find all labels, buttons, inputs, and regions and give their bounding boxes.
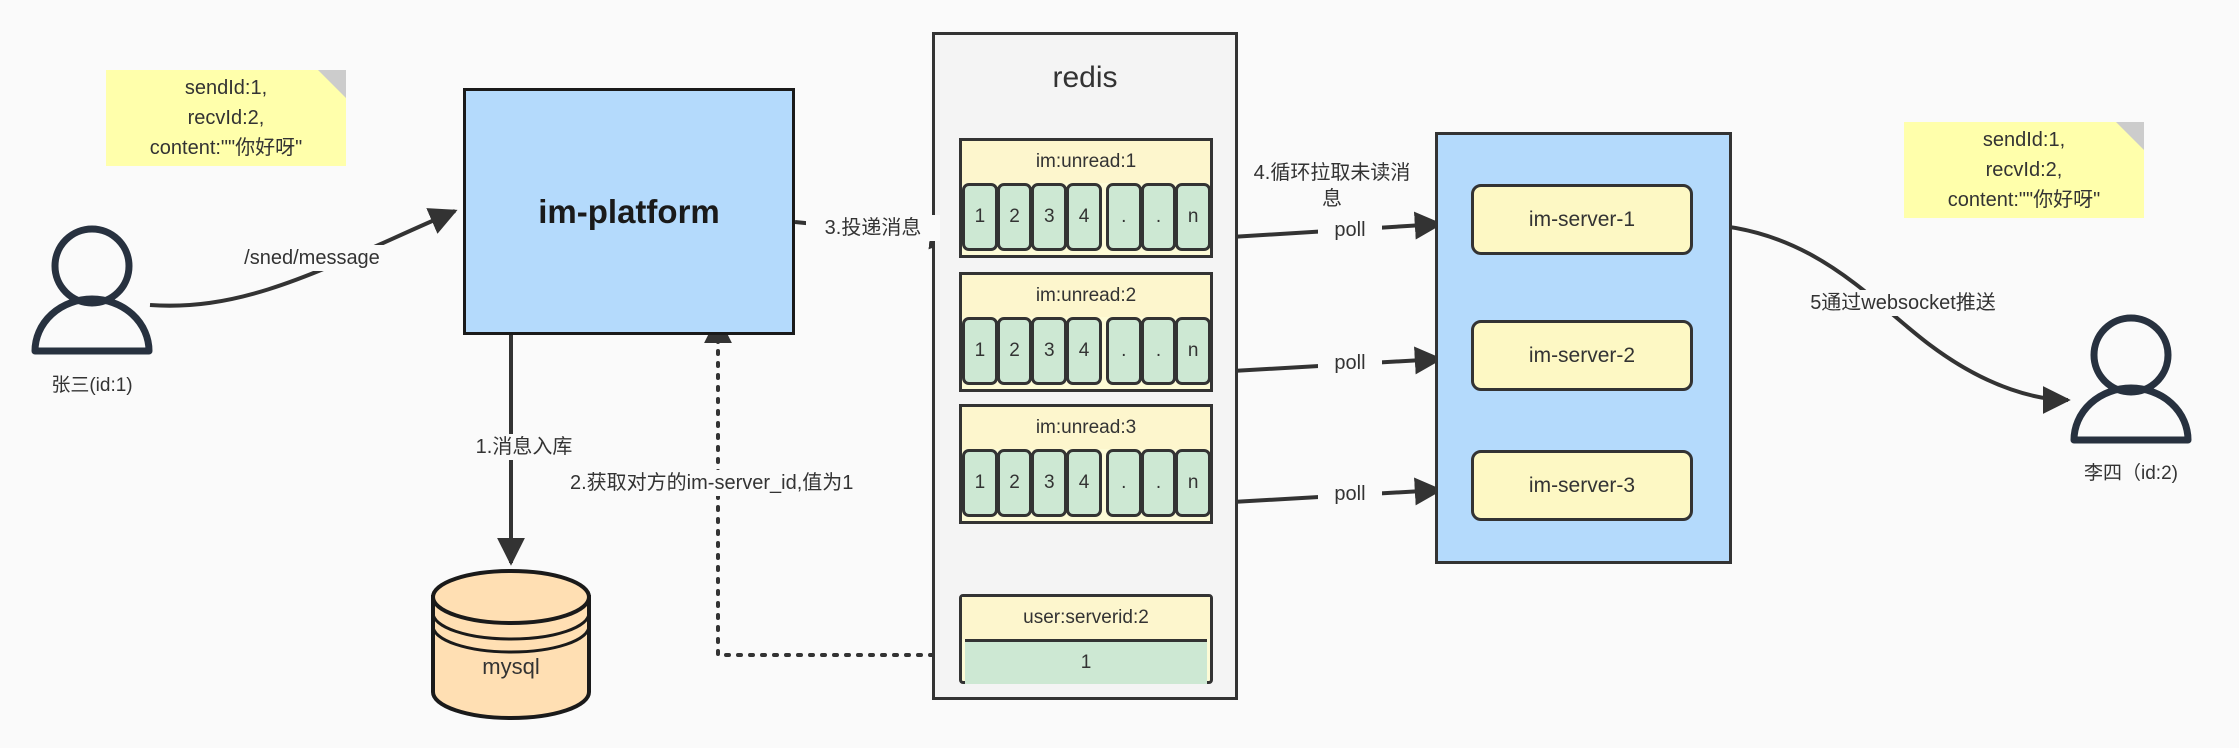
redis-title: redis <box>1052 61 1118 94</box>
queue-cell[interactable]: 3 <box>1031 183 1068 251</box>
edge-sender-to-platform <box>149 208 458 308</box>
queue-cell[interactable]: . <box>1140 183 1177 251</box>
im-server-3-box[interactable]: im-server-3 <box>1471 450 1693 521</box>
im-server-2-box[interactable]: im-server-2 <box>1471 320 1693 391</box>
redis-queue-group-2[interactable]: im:unread:2 1 2 3 4 . . n <box>959 272 1213 392</box>
edge-label-step1: 1.消息入库 <box>452 434 596 460</box>
im-server-1-box[interactable]: im-server-1 <box>1471 184 1693 255</box>
redis-queue-cells-1: 1 2 3 4 . . n <box>962 183 1212 251</box>
queue-cell[interactable]: . <box>1140 317 1177 385</box>
redis-queue-key-1: im:unread:1 <box>962 141 1210 183</box>
redis-queue-cells-3: 1 2 3 4 . . n <box>962 449 1212 517</box>
queue-cell[interactable]: 1 <box>962 449 998 517</box>
queue-cell[interactable]: n <box>1175 183 1212 251</box>
queue-cell[interactable]: 3 <box>1031 449 1068 517</box>
edge-label-step4: 4.循环拉取未读消 息 <box>1250 160 1414 212</box>
queue-cell[interactable]: 2 <box>996 317 1033 385</box>
queue-cell[interactable]: 2 <box>996 449 1033 517</box>
redis-kv-key: user:serverid:2 <box>962 597 1210 639</box>
queue-cell[interactable]: . <box>1105 449 1142 517</box>
edge-label-step2: 2.获取对方的im-server_id,值为1 <box>568 470 902 496</box>
redis-kv-value: 1 <box>965 639 1207 684</box>
receiver-caption: 李四（id:2) <box>2084 463 2178 484</box>
note-fold-corner-icon <box>2116 122 2144 150</box>
receiver-avatar-icon <box>2070 314 2192 444</box>
note-left-message-payload: sendId:1, recvId:2, content:""你好呀" <box>106 70 346 166</box>
edge-label-step3: 3.投递消息 <box>806 215 940 241</box>
queue-cell[interactable]: . <box>1105 317 1142 385</box>
queue-cell[interactable]: 4 <box>1066 183 1102 251</box>
queue-cell[interactable]: 1 <box>962 183 998 251</box>
queue-cell[interactable]: 2 <box>996 183 1033 251</box>
queue-cell[interactable]: . <box>1140 449 1177 517</box>
queue-cell[interactable]: 4 <box>1066 449 1102 517</box>
queue-cell[interactable]: 3 <box>1031 317 1068 385</box>
note-fold-corner-icon <box>318 70 346 98</box>
redis-queue-group-3[interactable]: im:unread:3 1 2 3 4 . . n <box>959 404 1213 524</box>
queue-cell[interactable]: 4 <box>1066 317 1102 385</box>
edge-redis-to-platform-dotted <box>704 315 959 657</box>
edge-label-poll-3: poll <box>1318 481 1382 507</box>
edge-server1-to-receiver <box>1689 222 2071 414</box>
redis-queue-key-2: im:unread:2 <box>962 275 1210 317</box>
im-platform-box[interactable]: im-platform <box>463 88 795 335</box>
queue-cell[interactable]: n <box>1175 449 1212 517</box>
sender-avatar-icon <box>31 225 153 355</box>
redis-kv-user-serverid[interactable]: user:serverid:2 1 <box>959 594 1213 684</box>
mysql-cylinder-icon <box>431 569 591 720</box>
redis-queue-key-3: im:unread:3 <box>962 407 1210 449</box>
edge-label-send-message: /sned/message <box>230 245 394 271</box>
queue-cell[interactable]: 1 <box>962 317 998 385</box>
note-right-message-payload: sendId:1, recvId:2, content:""你好呀" <box>1904 122 2144 218</box>
mysql-label: mysql <box>482 654 540 679</box>
queue-cell[interactable]: . <box>1105 183 1142 251</box>
edge-label-step5: 5通过websocket推送 <box>1791 290 2015 316</box>
redis-queue-cells-2: 1 2 3 4 . . n <box>962 317 1212 385</box>
redis-queue-group-1[interactable]: im:unread:1 1 2 3 4 . . n <box>959 138 1213 258</box>
edge-label-poll-2: poll <box>1318 350 1382 376</box>
sender-caption: 张三(id:1) <box>51 375 133 396</box>
queue-cell[interactable]: n <box>1175 317 1212 385</box>
edge-label-poll-1: poll <box>1318 217 1382 243</box>
